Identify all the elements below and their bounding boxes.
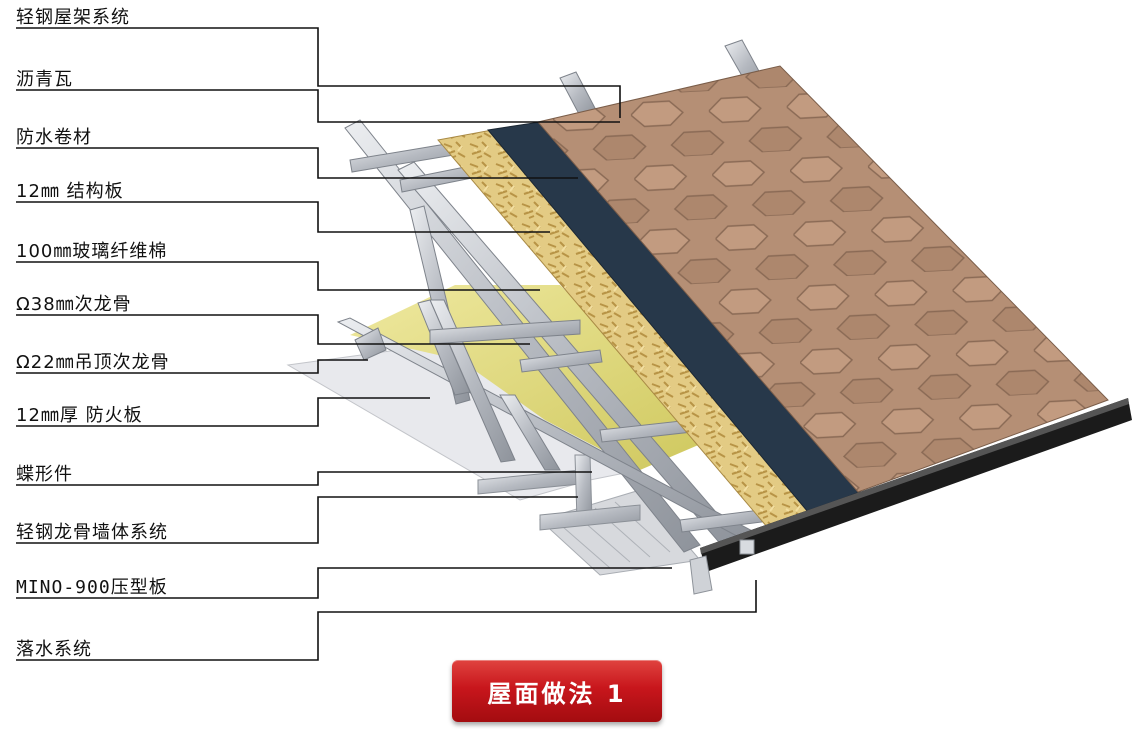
label-light-steel-roof-truss-system: 轻钢屋架系统 bbox=[16, 7, 130, 28]
wall-stud-frame bbox=[477, 454, 641, 531]
leader-lines bbox=[16, 27, 757, 661]
label-asphalt-shingle: 沥青瓦 bbox=[16, 69, 73, 90]
label-fireproof-board: 12㎜厚 防火板 bbox=[16, 405, 143, 426]
steel-truss bbox=[336, 39, 767, 553]
label-mino-900-profiled-sheet: MINO-900压型板 bbox=[16, 577, 168, 598]
label-omega38-secondary-keel: Ω38㎜次龙骨 bbox=[16, 294, 132, 315]
gutter-system bbox=[689, 398, 1132, 595]
label-omega22-ceiling-keel: Ω22㎜吊顶次龙骨 bbox=[16, 352, 170, 373]
label-structural-board: 12㎜ 结构板 bbox=[16, 181, 124, 202]
label-drainage-system: 落水系统 bbox=[16, 639, 92, 660]
label-butterfly-connector: 蝶形件 bbox=[16, 464, 73, 485]
label-light-steel-wall-system: 轻钢龙骨墙体系统 bbox=[16, 522, 168, 543]
label-glass-wool: 100㎜玻璃纤维棉 bbox=[16, 241, 168, 262]
label-waterproof-membrane: 防水卷材 bbox=[16, 127, 92, 148]
asphalt-shingle-roof bbox=[537, 65, 1109, 493]
caption-roof-method-button[interactable]: 屋面做法 1 bbox=[452, 660, 662, 722]
